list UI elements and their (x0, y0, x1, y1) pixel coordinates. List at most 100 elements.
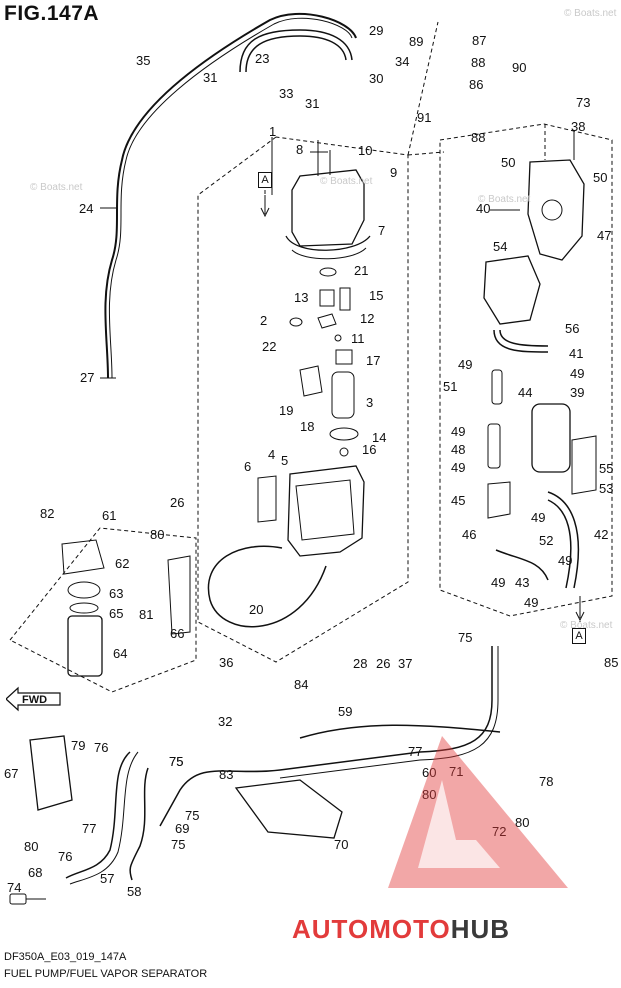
part-number: 45 (451, 493, 466, 508)
reference-box-a: A (572, 628, 586, 644)
fuel-filter-group-frame (439, 123, 613, 617)
part-number: 88 (471, 130, 486, 145)
part-number: 68 (28, 865, 43, 880)
part-number: 17 (366, 353, 381, 368)
figure-caption: FUEL PUMP/FUEL VAPOR SEPARATOR (4, 968, 208, 980)
bracket-67 (29, 735, 73, 811)
part-number: 39 (570, 385, 585, 400)
part-number: 49 (451, 424, 466, 439)
part-number: 49 (558, 553, 573, 568)
automotohub-logo-mark (388, 736, 568, 888)
part-number: 33 (279, 86, 294, 101)
figure-title: FIG.147A (4, 2, 100, 25)
part-number: 40 (476, 201, 491, 216)
part-number: 29 (369, 23, 384, 38)
part-number: 65 (109, 606, 124, 621)
part-number: 34 (395, 54, 410, 69)
hose-59 (299, 724, 501, 739)
part-number: 13 (294, 290, 309, 305)
part-number: 19 (279, 403, 294, 418)
hose-57 (65, 751, 131, 879)
part-number: 62 (115, 556, 130, 571)
part-number: 9 (390, 165, 398, 180)
part-number: 44 (518, 385, 533, 400)
part-number: 76 (58, 849, 73, 864)
hose-20 (207, 545, 327, 628)
part-number: 90 (512, 60, 527, 75)
part-number: 49 (524, 595, 539, 610)
part-number: 82 (40, 506, 55, 521)
hose-23 (239, 29, 353, 73)
part-number: 14 (372, 430, 387, 445)
boats-net-watermark: © Boats.net (478, 194, 531, 205)
part-number: 47 (597, 228, 612, 243)
figure-code: DF350A_E03_019_147A (4, 951, 127, 963)
boats-net-watermark: © Boats.net (30, 182, 83, 193)
separator-bowl (287, 465, 365, 557)
part-number: 1 (269, 124, 277, 139)
part-number: 32 (218, 714, 233, 729)
part-number: 80 (24, 839, 39, 854)
part-number: 85 (604, 655, 619, 670)
bracket-70 (234, 779, 343, 839)
hose-58 (129, 767, 149, 881)
part-number: 46 (462, 527, 477, 542)
part-number: 89 (409, 34, 424, 49)
part-number: 23 (255, 51, 270, 66)
part-number: 75 (185, 808, 200, 823)
filter-head (483, 255, 541, 325)
part-number: 69 (175, 821, 190, 836)
part-number: 75 (458, 630, 473, 645)
part-number: 63 (109, 586, 124, 601)
part-number: 61 (102, 508, 117, 523)
part-number: 75 (171, 837, 186, 852)
part-number: 2 (260, 313, 268, 328)
part-number: 49 (491, 575, 506, 590)
part-number: 64 (113, 646, 128, 661)
reference-box-a: A (258, 172, 272, 188)
part-number: 21 (354, 263, 369, 278)
part-number: 50 (501, 155, 516, 170)
part-number: 48 (451, 442, 466, 457)
automotohub-watermark: AUTOMOTOHUB (292, 914, 510, 945)
part-number: 49 (458, 357, 473, 372)
part-number: 42 (594, 527, 609, 542)
part-number: 11 (351, 331, 365, 346)
part-number: 77 (408, 744, 423, 759)
brand-red-text: AUTOMOTO (292, 914, 451, 944)
part-number: 31 (203, 70, 218, 85)
part-number: 75 (169, 754, 184, 769)
part-number: 86 (469, 77, 484, 92)
part-number: 83 (219, 767, 234, 782)
part-number: 84 (294, 677, 309, 692)
part-number: 30 (369, 71, 384, 86)
part-number: 26 (170, 495, 185, 510)
part-number: 10 (358, 143, 373, 158)
fwd-label: FWD (22, 694, 48, 706)
vapor-separator-group-frame (197, 136, 409, 663)
part-number: 36 (219, 655, 234, 670)
part-number: 53 (599, 481, 614, 496)
part-number: 79 (71, 738, 86, 753)
part-number: 12 (360, 311, 375, 326)
part-number: 76 (94, 740, 109, 755)
mounting-bracket (527, 159, 585, 261)
part-number: 15 (369, 288, 384, 303)
part-number: 4 (268, 447, 276, 462)
part-number: 73 (576, 95, 591, 110)
part-number: 70 (334, 837, 349, 852)
part-number: 80 (515, 815, 530, 830)
part-number: 49 (531, 510, 546, 525)
part-number: 27 (80, 370, 95, 385)
boats-net-watermark: © Boats.net (564, 8, 617, 19)
part-number: 16 (362, 442, 377, 457)
part-number: 54 (493, 239, 508, 254)
fwd-arrow-icon (6, 686, 61, 712)
fuel-strainer-group-frame (9, 527, 197, 693)
part-number: 8 (296, 142, 304, 157)
part-number: 77 (82, 821, 97, 836)
part-number: 91 (417, 110, 432, 125)
part-number: 31 (305, 96, 320, 111)
part-number: 57 (100, 871, 115, 886)
